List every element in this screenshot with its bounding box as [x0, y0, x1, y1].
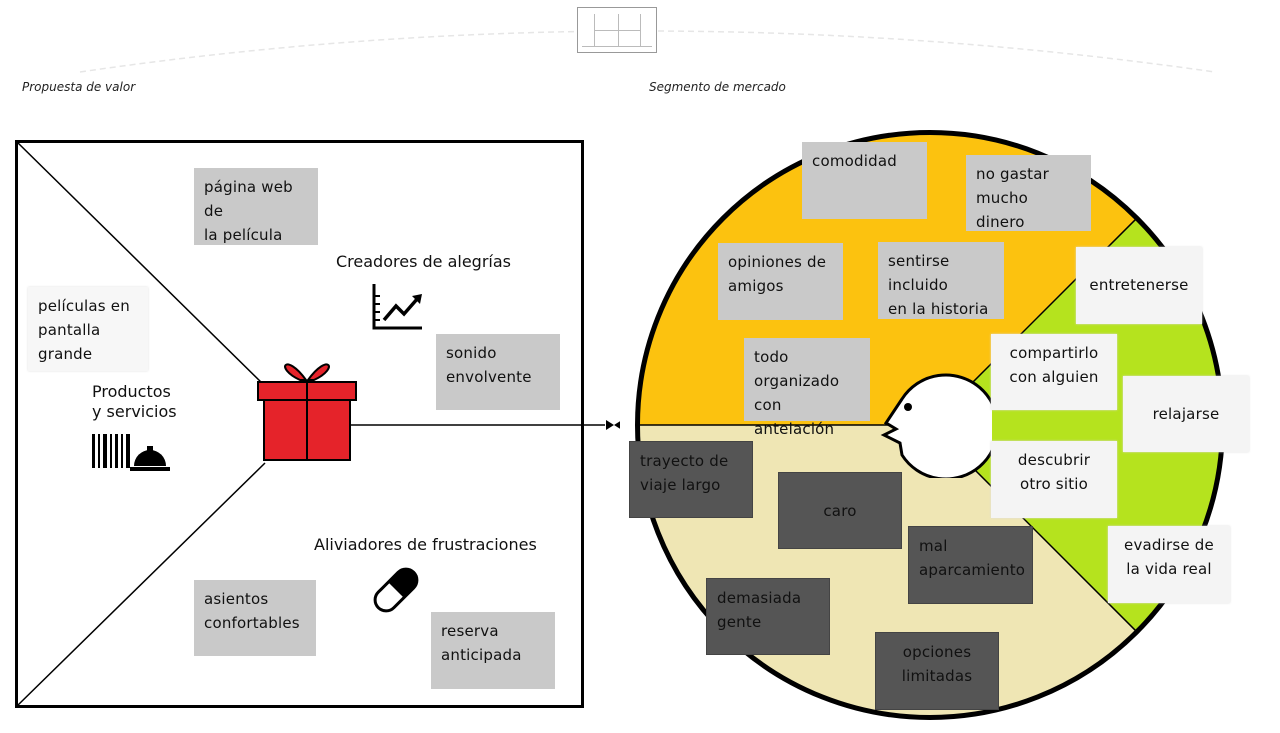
- barcode-icon: [92, 434, 130, 468]
- square-diagonals: [18, 143, 266, 705]
- note-limited-options[interactable]: opciones limitadas: [875, 632, 999, 710]
- note-discover[interactable]: descubrir otro sitio: [991, 441, 1117, 518]
- thumbnail-icon[interactable]: [577, 7, 657, 53]
- note-relax[interactable]: relajarse: [1123, 376, 1249, 452]
- note-bad-parking[interactable]: mal aparcamiento: [908, 526, 1033, 604]
- note-booking[interactable]: reserva anticipada: [431, 612, 555, 689]
- note-share[interactable]: compartirlo con alguien: [991, 334, 1117, 410]
- value-proposition-label: Propuesta de valor: [22, 80, 136, 94]
- note-organized[interactable]: todo organizado con antelación: [744, 338, 870, 438]
- note-expensive[interactable]: caro: [778, 472, 902, 549]
- note-friends-opinions[interactable]: opiniones de amigos: [718, 243, 843, 320]
- growth-chart-icon: [372, 284, 422, 330]
- note-website[interactable]: página web de la película: [194, 168, 318, 245]
- note-long-trip[interactable]: trayecto de viaje largo: [629, 441, 753, 518]
- note-feel-included[interactable]: sentirse incluido en la historia: [878, 242, 1004, 319]
- pain-relievers-title: Aliviadores de frustraciones: [314, 535, 537, 554]
- service-bell-icon: [130, 446, 170, 471]
- note-seats[interactable]: asientos confortables: [194, 580, 316, 656]
- arrow-icon: [350, 420, 620, 430]
- pill-icon: [373, 567, 419, 613]
- face-icon: [880, 373, 992, 478]
- gain-creators-title: Creadores de alegrías: [336, 252, 511, 271]
- note-escape[interactable]: evadirse de la vida real: [1108, 526, 1230, 603]
- note-comfort[interactable]: comodidad: [802, 142, 927, 219]
- note-big-screen[interactable]: películas en pantalla grande: [28, 287, 148, 371]
- products-services-title: Productos y servicios: [92, 382, 177, 421]
- note-crowded[interactable]: demasiada gente: [706, 578, 830, 655]
- note-surround-sound[interactable]: sonido envolvente: [436, 334, 560, 410]
- customer-segment-label: Segmento de mercado: [649, 80, 786, 94]
- note-entertain[interactable]: entretenerse: [1076, 247, 1202, 324]
- note-save-money[interactable]: no gastar mucho dinero: [966, 155, 1091, 231]
- gift-icon: [257, 363, 357, 461]
